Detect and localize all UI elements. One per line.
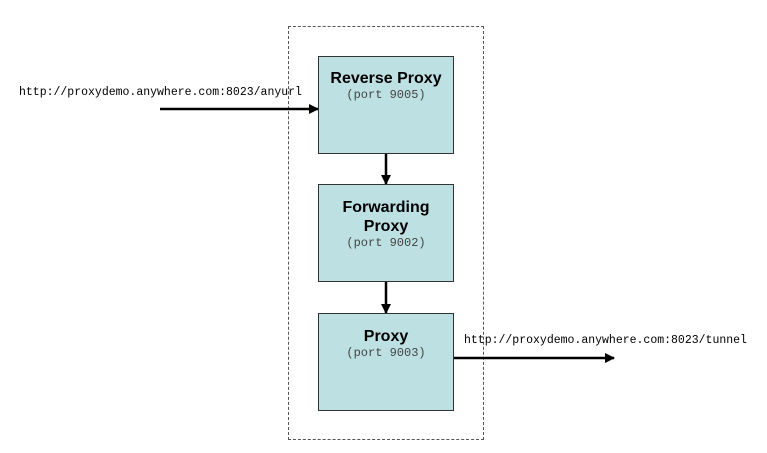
forwarding-proxy-title: Forwarding Proxy xyxy=(342,199,430,235)
input-url-label: http://proxydemo.anywhere.com:8023/anyur… xyxy=(19,86,302,99)
proxy-chain-container xyxy=(288,26,484,440)
forwarding-proxy-port: (port 9002) xyxy=(346,236,426,250)
forwarding-proxy-box: Forwarding Proxy (port 9002) xyxy=(318,184,454,282)
reverse-proxy-title: Reverse Proxy xyxy=(330,70,442,87)
proxy-box: Proxy (port 9003) xyxy=(318,313,454,411)
proxy-port: (port 9003) xyxy=(346,346,426,360)
proxy-title: Proxy xyxy=(363,328,409,345)
output-url-label: http://proxydemo.anywhere.com:8023/tunne… xyxy=(464,334,747,347)
reverse-proxy-port: (port 9005) xyxy=(346,88,426,102)
reverse-proxy-box: Reverse Proxy (port 9005) xyxy=(318,56,454,154)
